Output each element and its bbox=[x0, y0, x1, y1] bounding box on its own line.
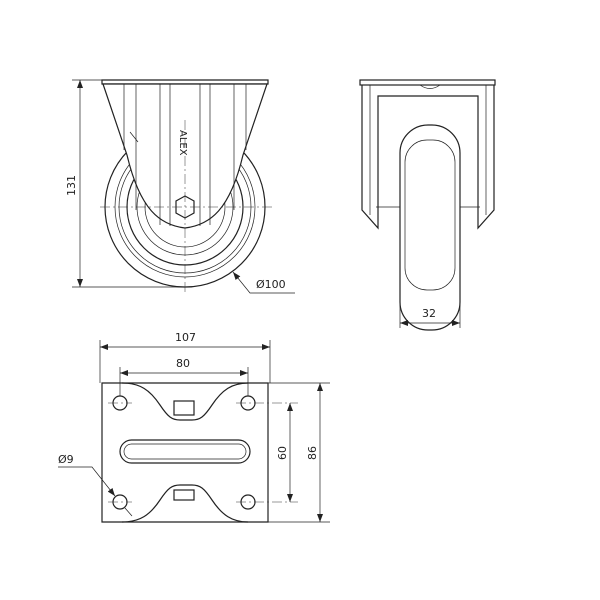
mounting-holes bbox=[108, 395, 298, 510]
hole-diameter-label: Ø9 bbox=[58, 453, 74, 466]
side-view: 32 bbox=[359, 79, 496, 331]
wheel-width-label: 32 bbox=[422, 307, 436, 320]
height-dimension: 131 bbox=[65, 79, 185, 288]
plate-length-dimension: 86 bbox=[268, 382, 330, 523]
brand-logo: ALEX bbox=[177, 130, 188, 156]
height-label: 131 bbox=[65, 175, 78, 196]
front-view: ALEX 131 Ø100 bbox=[65, 79, 295, 295]
wheel-diameter-dimension: Ø100 bbox=[232, 271, 295, 294]
plate-width-dimension: 107 bbox=[99, 331, 271, 383]
wheel-width-dimension: 32 bbox=[399, 300, 461, 328]
rear-bolt bbox=[173, 489, 195, 501]
plate-length-label: 86 bbox=[306, 446, 319, 460]
hole-spacing-y-label: 60 bbox=[276, 446, 289, 460]
hole-spacing-x-dimension: 80 bbox=[119, 357, 249, 396]
slot bbox=[119, 439, 251, 464]
top-plate-view: 107 80 60 86 Ø9 bbox=[58, 331, 330, 523]
hole-spacing-y-dimension: 60 bbox=[276, 403, 293, 502]
front-bolt bbox=[173, 400, 195, 416]
wheel-side bbox=[399, 124, 461, 331]
wheel-diameter-label: Ø100 bbox=[256, 278, 286, 291]
plate-width-label: 107 bbox=[175, 331, 196, 344]
hole-diameter-dimension: Ø9 bbox=[58, 453, 133, 517]
hole-spacing-x-label: 80 bbox=[176, 357, 190, 370]
